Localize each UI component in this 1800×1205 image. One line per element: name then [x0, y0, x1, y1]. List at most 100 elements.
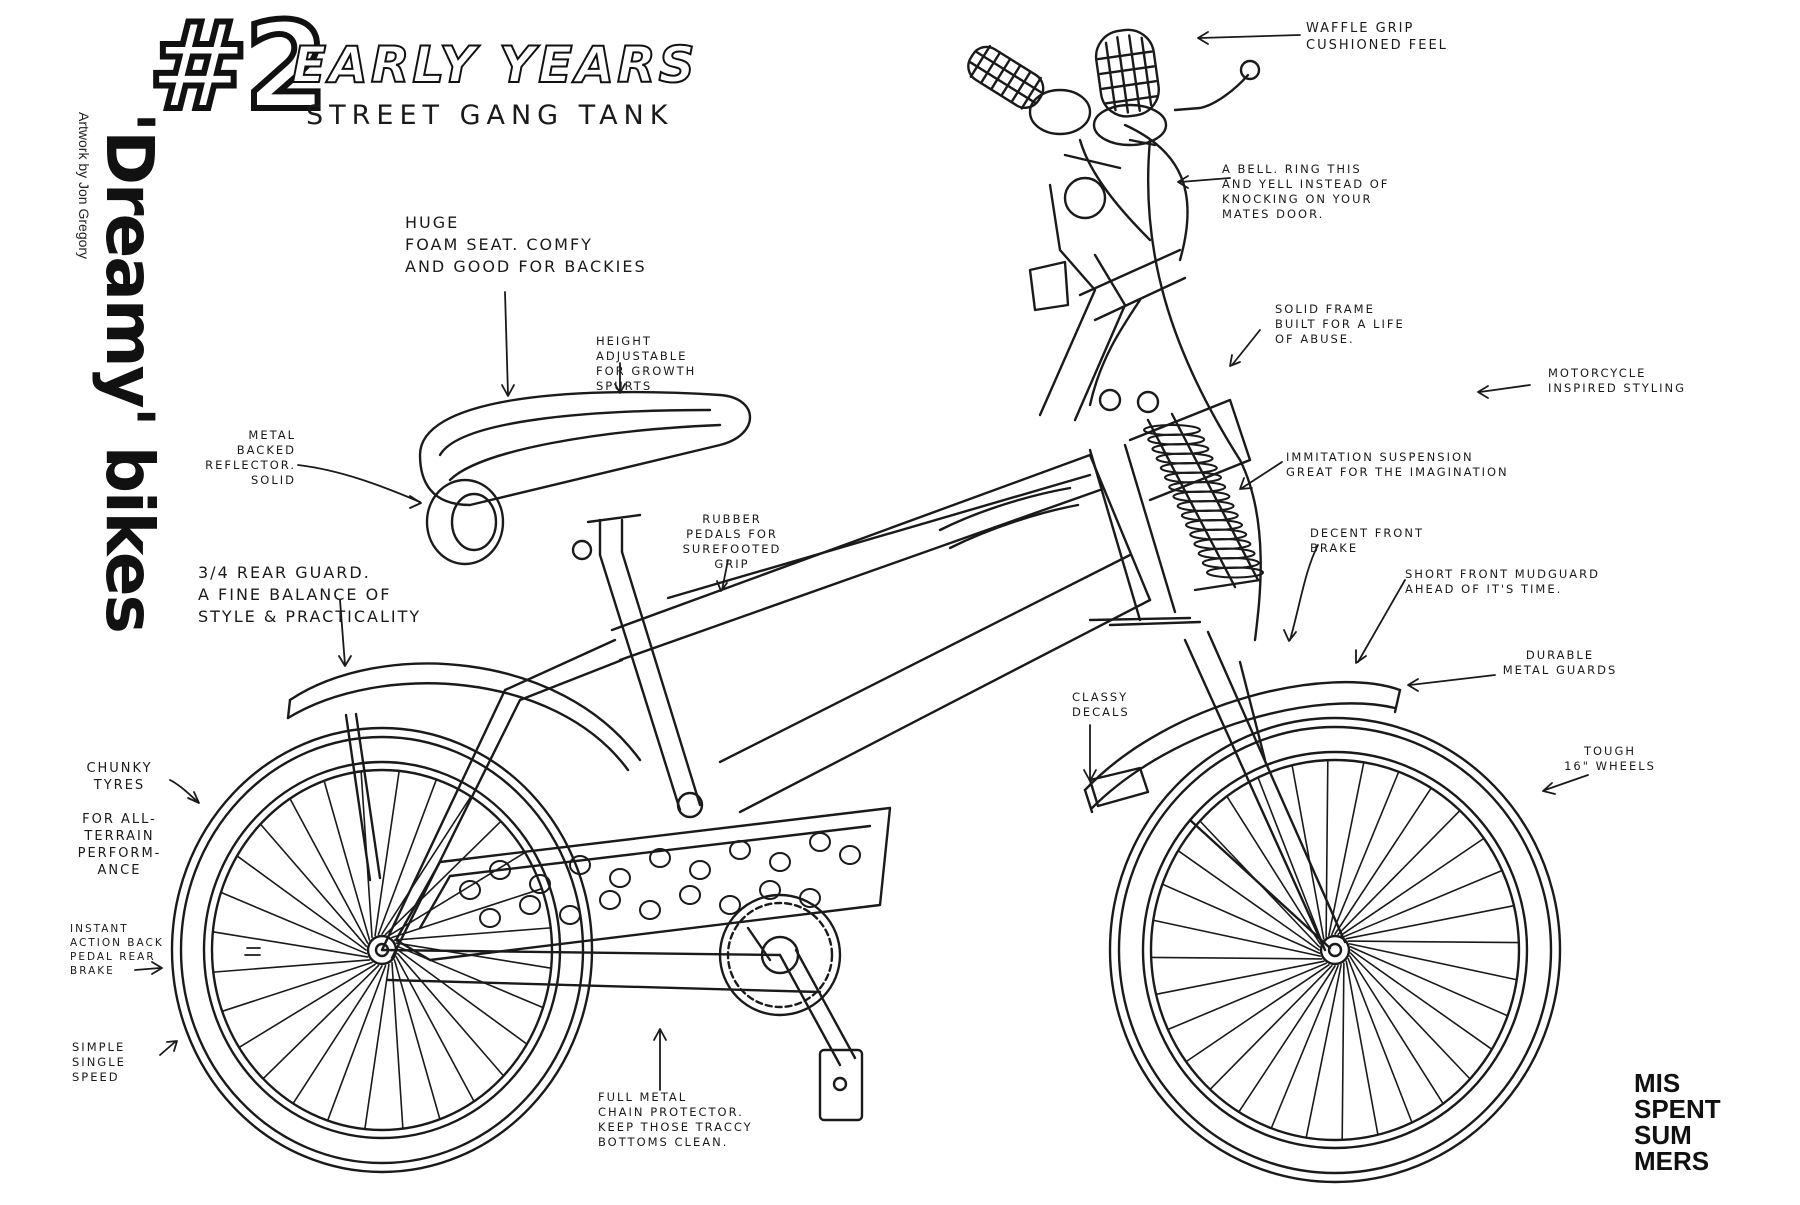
- front-wheel-spokes: [1150, 759, 1520, 1141]
- spoke: [1167, 962, 1327, 1031]
- spoke: [236, 855, 367, 951]
- spoke: [1347, 958, 1413, 1124]
- spoke: [326, 964, 387, 1122]
- spoke: [1334, 787, 1432, 935]
- spoke: [1343, 869, 1503, 938]
- callout-decals: CLASSY DECALS: [1072, 690, 1130, 719]
- spoke: [1325, 759, 1329, 938]
- spoke: [1341, 962, 1345, 1141]
- front-wheel: [1108, 716, 1562, 1184]
- callout-front-brake: DECENT FRONT BRAKE: [1310, 526, 1424, 555]
- brand-block: 'Dreamy' bikes Artwork by Jon Gregory: [28, 112, 168, 672]
- chain-guard-dot: [529, 874, 551, 894]
- spring-coil: [1151, 443, 1210, 455]
- chain-guard-dot: [719, 895, 741, 915]
- rear-wheel: [170, 726, 594, 1174]
- callout-chain-protector: FULL METAL CHAIN PROTECTOR. KEEP THOSE T…: [598, 1090, 753, 1149]
- callout-metal-guards: DURABLE METAL GUARDS: [1502, 648, 1618, 677]
- spring-coil: [1172, 490, 1231, 503]
- spoke: [1270, 964, 1339, 1130]
- spoke: [1150, 956, 1323, 960]
- spoke: [220, 891, 368, 955]
- spring-coil: [1185, 519, 1243, 531]
- spoke: [391, 961, 404, 1130]
- spoke: [1209, 964, 1333, 1091]
- spoke: [289, 797, 369, 944]
- spoke: [1340, 837, 1485, 937]
- spring-coil: [1193, 538, 1252, 550]
- spoke: [262, 964, 380, 1080]
- spring-coil: [1155, 452, 1214, 465]
- callout-huge-seat: HUGE FOAM SEAT. COMFY AND GOOD FOR BACKI…: [405, 213, 647, 276]
- spoke: [1345, 904, 1515, 940]
- chain-guard-dot: [489, 860, 511, 880]
- misspent-summers-logo: MIS SPENT SUM MERS: [1634, 1070, 1744, 1174]
- spoke: [384, 820, 502, 936]
- spoke: [1257, 776, 1323, 942]
- spoke: [292, 965, 383, 1105]
- artist-credit: Artwork by Jon Gregory: [76, 112, 92, 260]
- callout-imitation-suspension: IMMITATION SUSPENSION GREAT FOR THE IMAG…: [1286, 450, 1509, 479]
- spoke: [1305, 963, 1342, 1139]
- spoke: [1347, 940, 1520, 944]
- callout-arrows: [134, 31, 1589, 1091]
- chain-guard-dot: [519, 895, 541, 915]
- chain-guard-dot: [639, 900, 661, 920]
- chain-guard-dot: [809, 832, 831, 852]
- chain-guard-dots: [459, 832, 861, 928]
- crank-and-pedal: [676, 791, 864, 1122]
- spoke: [1345, 960, 1379, 1136]
- rear-mudguard: [286, 662, 642, 882]
- chain-guard-dot: [769, 852, 791, 872]
- spring-coil: [1147, 433, 1206, 446]
- chain-guard-dot: [729, 840, 751, 860]
- spoke: [393, 959, 441, 1121]
- logo-line: MIS: [1634, 1068, 1681, 1098]
- rear-wheel-spokes: [212, 770, 552, 1130]
- spoke: [238, 963, 376, 1049]
- spoke: [1226, 795, 1322, 945]
- spoke: [259, 823, 368, 948]
- spoke: [396, 952, 505, 1077]
- chain-guard-dot: [599, 890, 621, 910]
- chain-guard: [394, 806, 892, 962]
- spoke: [1155, 960, 1325, 996]
- spoke: [323, 779, 371, 941]
- spoke: [1350, 949, 1493, 1051]
- spoke: [1348, 943, 1518, 981]
- spoke: [388, 851, 526, 937]
- spoke: [1152, 919, 1322, 957]
- callout-front-mudguard: SHORT FRONT MUDGUARD AHEAD OF IT'S TIME.: [1405, 567, 1601, 596]
- chain-guard-dot: [649, 848, 671, 868]
- chain-guard-dot: [559, 905, 581, 925]
- spoke: [1185, 963, 1330, 1063]
- spoke: [1238, 965, 1336, 1113]
- spring-coil: [1206, 566, 1264, 579]
- callout-rubber-pedals: RUBBER PEDALS FOR SUREFOOTED GRIP: [682, 512, 782, 571]
- callout-reflector: METAL BACKED REFLECTOR. SOLID: [205, 428, 296, 487]
- spoke: [212, 931, 369, 958]
- spoke: [1337, 809, 1461, 936]
- brand-name: 'Dreamy' bikes: [91, 112, 168, 632]
- callout-motorcycle-styling: MOTORCYCLE INSPIRED STYLING: [1548, 366, 1687, 395]
- spring-coil: [1180, 509, 1239, 522]
- callout-single-speed: SIMPLE SINGLE SPEED: [72, 1040, 126, 1084]
- spoke: [396, 945, 544, 1009]
- callout-tyres: CHUNKY TYRES FOR ALL- TERRAIN PERFORM- A…: [77, 761, 162, 878]
- callout-wheels: TOUGH 16" WHEELS: [1564, 744, 1656, 773]
- spoke: [1349, 952, 1471, 1080]
- spoke: [377, 778, 438, 936]
- page-subtitle: STREET GANG TANK: [306, 100, 674, 131]
- spoke: [1328, 761, 1365, 937]
- spoke: [1161, 883, 1321, 954]
- spring-coil: [1159, 462, 1218, 474]
- spoke: [1291, 764, 1325, 940]
- suspension-spring: [1143, 424, 1264, 579]
- callout-solid-frame: SOLID FRAME BUILT FOR A LIFE OF ABUSE.: [1275, 302, 1405, 346]
- spoke: [221, 961, 373, 1013]
- logo-line: SPENT: [1634, 1094, 1721, 1124]
- spring-coil: [1176, 500, 1235, 512]
- spoke: [212, 959, 371, 973]
- spoke: [391, 887, 543, 939]
- chain-guard-dot: [569, 855, 591, 875]
